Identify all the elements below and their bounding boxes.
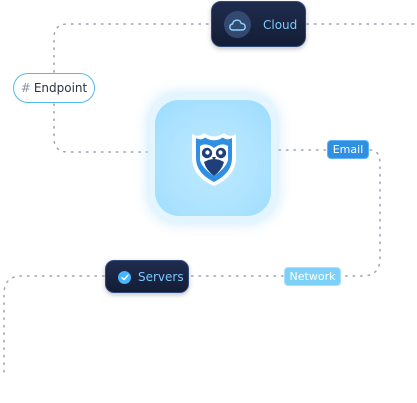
connector-servers-left: [3, 275, 105, 373]
servers-label: Servers: [138, 270, 184, 284]
hash-icon: #: [20, 81, 31, 95]
cloud-icon: [224, 11, 251, 38]
center-security-tile[interactable]: [149, 94, 277, 222]
cloud-label: Cloud: [263, 18, 298, 32]
endpoint-label: Endpoint: [33, 81, 88, 95]
cloud-node[interactable]: Cloud: [211, 1, 306, 47]
email-node[interactable]: Email: [327, 140, 369, 159]
owl-shield-icon: [192, 133, 236, 186]
center-tile-inner: [155, 100, 271, 216]
connector-endpoint-cloud: [53, 23, 211, 73]
servers-node[interactable]: Servers: [105, 260, 189, 293]
connector-email-network: [341, 149, 381, 277]
check-circle-icon: [118, 271, 131, 284]
network-node[interactable]: Network: [284, 267, 341, 286]
connector-endpoint-center: [53, 103, 148, 153]
endpoint-node[interactable]: # Endpoint: [13, 73, 95, 103]
network-label: Network: [289, 270, 336, 283]
email-label: Email: [332, 143, 364, 156]
